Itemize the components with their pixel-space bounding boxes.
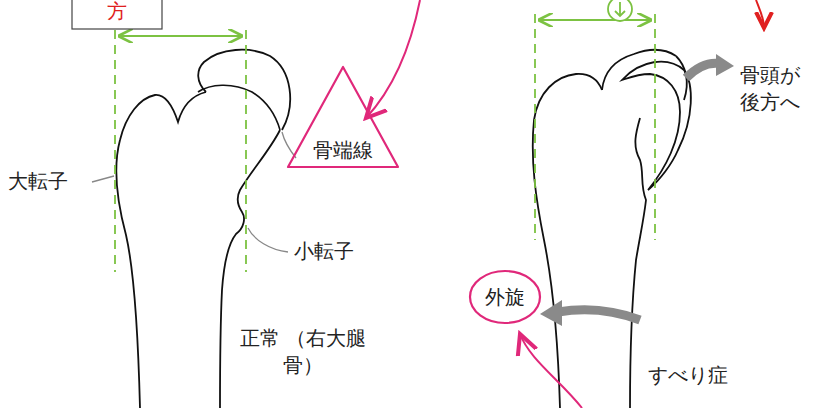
annotation-arrow xyxy=(366,0,764,408)
figure-caption: 正常 （右大腿骨） xyxy=(238,325,368,379)
part-name: 小転子 xyxy=(294,238,354,265)
leader-line xyxy=(92,132,296,252)
width-guide xyxy=(115,0,655,272)
note-text: 骨頭が 後方へ xyxy=(740,62,810,116)
circled-term: 外旋 xyxy=(468,269,542,325)
circled-term: 骨端線 xyxy=(286,65,400,169)
motion-arrow xyxy=(540,54,734,326)
figure-caption: すべり症 xyxy=(648,362,728,389)
answer-box: 方 xyxy=(71,0,163,30)
node-text: 方 xyxy=(71,0,163,24)
box-outline xyxy=(72,0,162,29)
node-text: 骨端線 xyxy=(286,65,400,163)
node-text: 外旋 xyxy=(468,269,542,310)
slipped-femur xyxy=(533,50,691,408)
normal-femur xyxy=(116,50,290,408)
part-name: 大転子 xyxy=(8,168,68,195)
